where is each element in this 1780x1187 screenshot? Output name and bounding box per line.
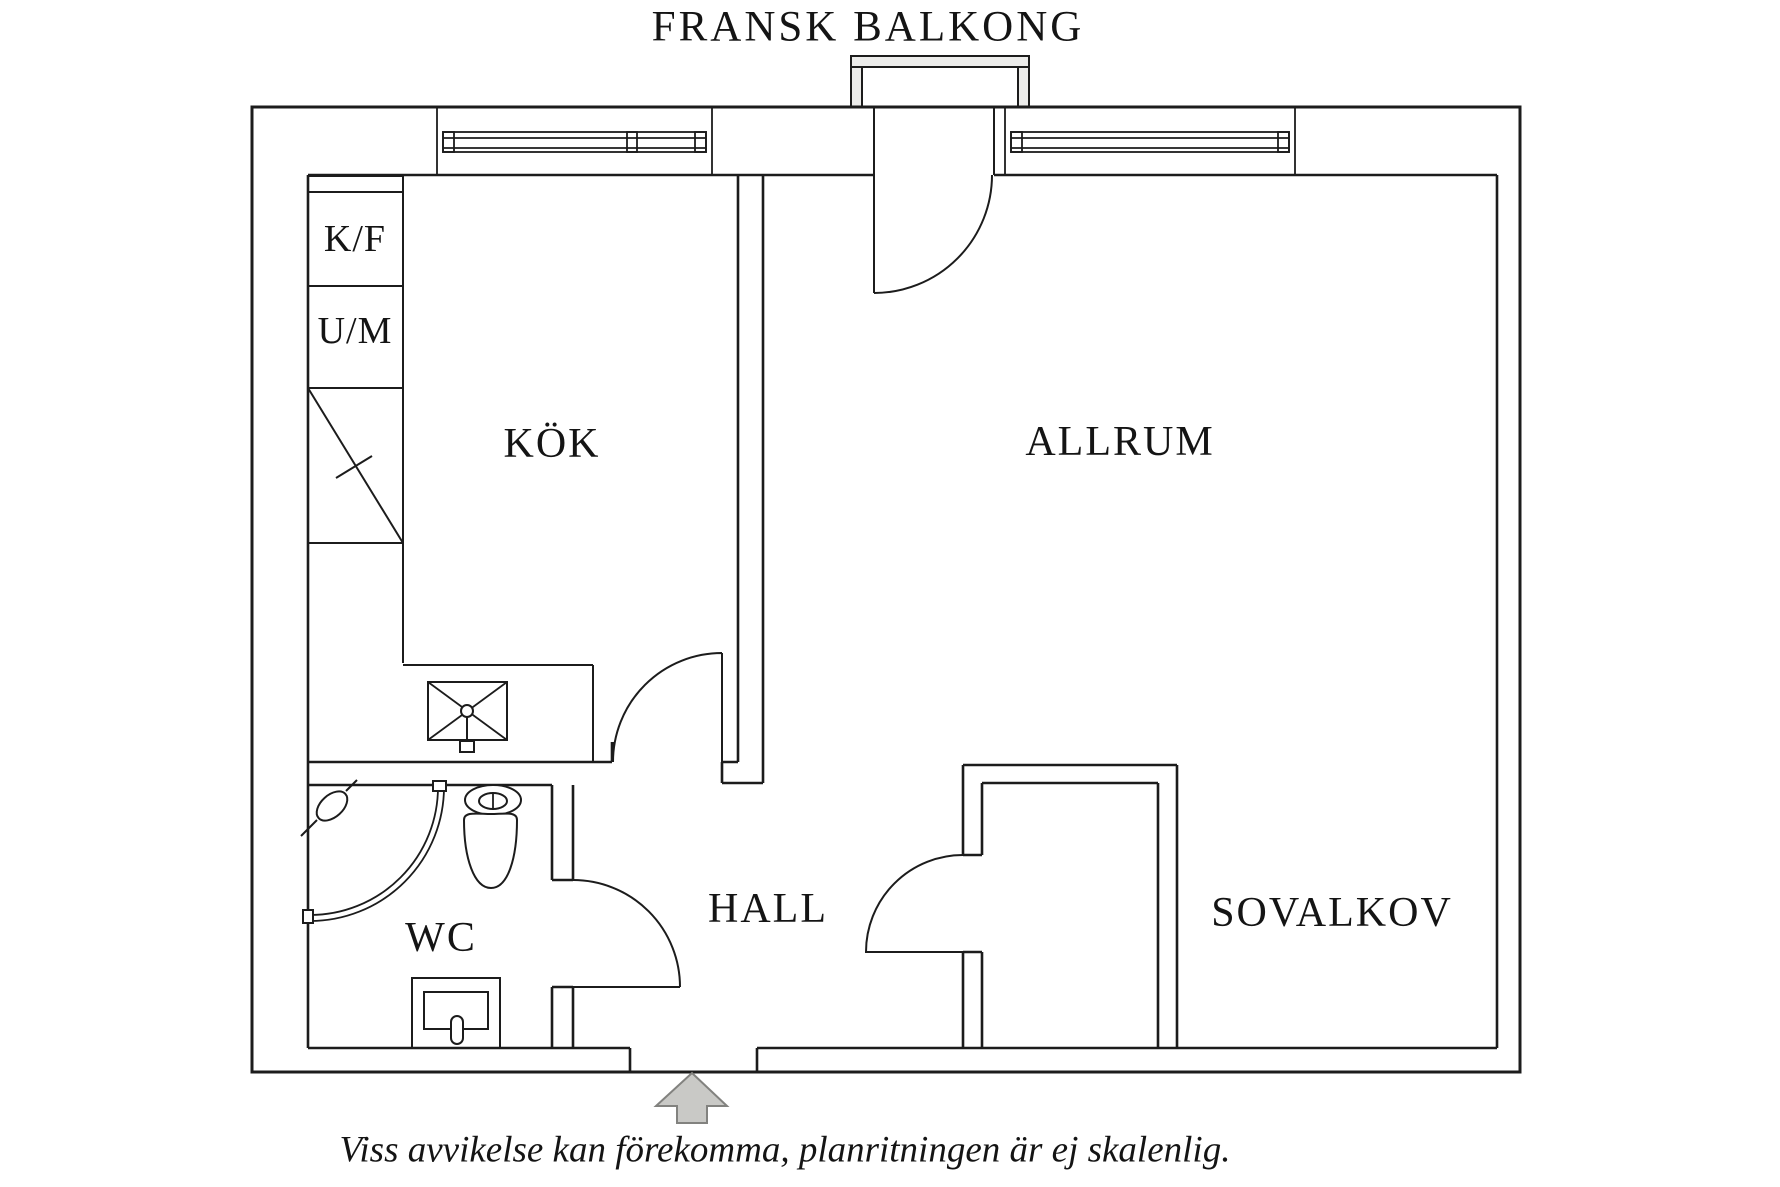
shower-head-icon bbox=[315, 790, 349, 822]
room-label-allrum: ALLRUM bbox=[1025, 419, 1214, 465]
wc-east-wall bbox=[550, 785, 575, 1048]
kitchen-door bbox=[612, 652, 723, 763]
lower-counter bbox=[403, 664, 594, 762]
basin-faucet bbox=[450, 1015, 464, 1045]
entrance-arrow-icon bbox=[653, 1071, 730, 1124]
bottom-wall-inner-face bbox=[308, 1046, 1497, 1072]
window-left-glass bbox=[443, 137, 706, 149]
cabinet-column bbox=[308, 175, 404, 663]
balcony-door bbox=[873, 107, 995, 294]
cabinet-label-um: U/M bbox=[318, 310, 393, 352]
window-left bbox=[436, 107, 713, 175]
window-left-jambs bbox=[436, 107, 713, 175]
cabinet-label-kf: K/F bbox=[324, 218, 386, 260]
room-label-wc: WC bbox=[405, 915, 477, 961]
wc-door bbox=[572, 879, 681, 988]
room-label-kok: KÖK bbox=[504, 421, 601, 467]
window-right bbox=[1004, 107, 1296, 175]
sink-faucet-base bbox=[459, 740, 475, 753]
shower-arm bbox=[300, 779, 358, 837]
toilet-bowl bbox=[462, 812, 519, 890]
room-label-sovalkov: SOVALKOV bbox=[1211, 890, 1453, 936]
partition-wall bbox=[961, 763, 1179, 1048]
corner-shower bbox=[300, 779, 447, 924]
window-right-block-b bbox=[1277, 131, 1290, 153]
french-balcony-railing bbox=[850, 55, 1030, 108]
window-left-frame bbox=[442, 131, 707, 153]
window-left-block-b bbox=[694, 131, 707, 153]
windows bbox=[436, 107, 1296, 175]
window-right-jambs bbox=[1004, 107, 1296, 175]
sovalkov-door bbox=[865, 854, 964, 953]
outer-wall bbox=[250, 105, 1522, 1074]
window-right-glass bbox=[1011, 137, 1289, 149]
washbasin bbox=[411, 977, 501, 1049]
toilet bbox=[462, 784, 522, 890]
wc-fixtures bbox=[300, 779, 522, 1049]
shower-glass bbox=[309, 786, 445, 922]
disclaimer-text: Viss avvikelse kan förekomma, planritnin… bbox=[340, 1130, 1231, 1171]
basin-outer bbox=[411, 977, 501, 1049]
doors bbox=[572, 107, 995, 988]
kitchen-allrum-wall bbox=[720, 175, 765, 785]
window-left-block-a bbox=[442, 131, 455, 153]
kitchen-cabinets bbox=[307, 175, 594, 762]
window-right-frame bbox=[1010, 131, 1290, 153]
labels: FRANSK BALKONG K/F U/M KÖK ALLRUM HALL W… bbox=[318, 4, 1453, 1171]
room-label-hall: HALL bbox=[708, 886, 828, 932]
balcony-title: FRANSK BALKONG bbox=[652, 4, 1085, 51]
shower-cap-left bbox=[302, 909, 314, 924]
shower-cap-top bbox=[432, 780, 447, 792]
sink-drain bbox=[460, 704, 474, 718]
railing-top-bar bbox=[850, 55, 1030, 68]
interior-walls bbox=[306, 173, 1499, 1072]
window-right-block-a bbox=[1010, 131, 1023, 153]
kitchen-sink bbox=[427, 681, 508, 753]
sovalkov-partition bbox=[961, 763, 1179, 1048]
window-left-mullion bbox=[626, 131, 638, 153]
counter-diagonal-symbol bbox=[307, 387, 404, 544]
